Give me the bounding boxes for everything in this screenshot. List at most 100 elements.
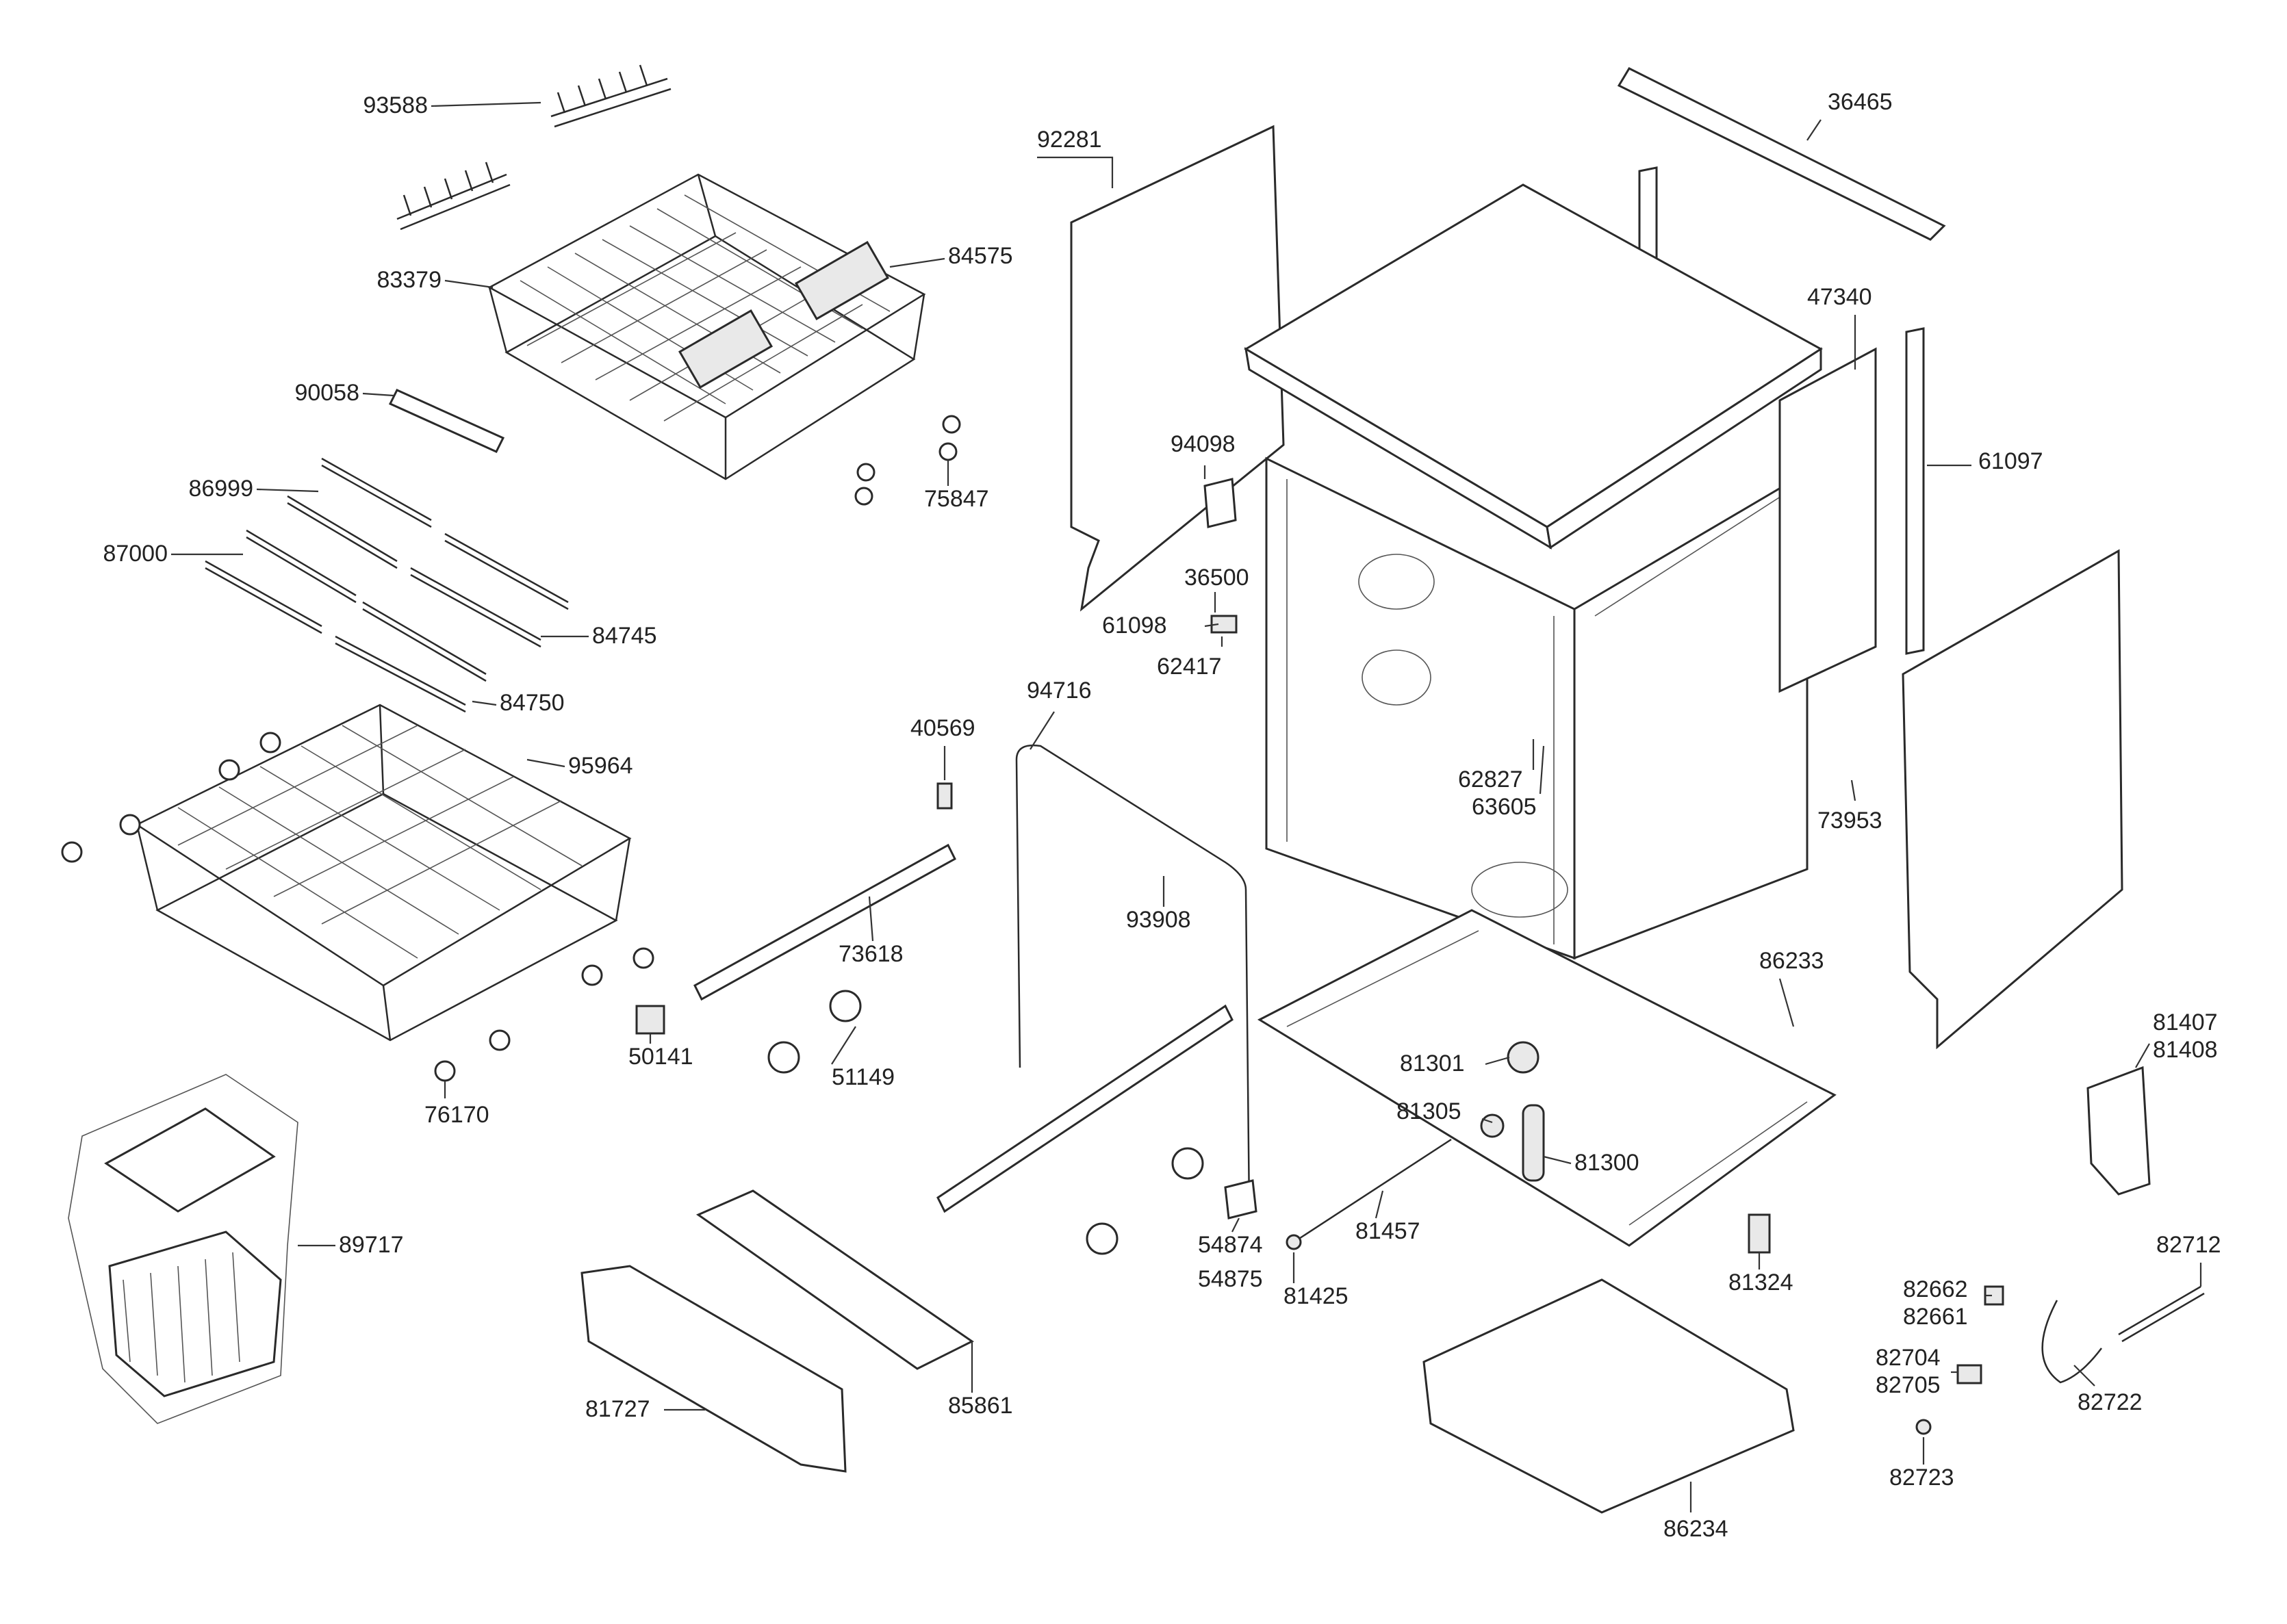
part-label-93588: 93588	[363, 92, 428, 118]
part-label-61097: 61097	[1978, 448, 2043, 474]
leader-line-54874	[1231, 1217, 1240, 1233]
part-81425	[1286, 1234, 1302, 1250]
part-label-83379: 83379	[376, 267, 442, 293]
part-label-95964: 95964	[568, 753, 633, 779]
part-label-73953: 73953	[1817, 808, 1882, 834]
part-label-82722: 82722	[2078, 1389, 2143, 1415]
leader-line-84575	[889, 257, 945, 268]
part-label-73618: 73618	[839, 941, 904, 967]
leader-line-93588	[431, 101, 541, 107]
part-82723	[1915, 1419, 1932, 1435]
part-label-84575: 84575	[948, 243, 1013, 269]
part-label-76170: 76170	[424, 1102, 489, 1128]
part-label-90058: 90058	[294, 380, 359, 406]
part-label-86233: 86233	[1759, 948, 1824, 974]
spring-82712	[2118, 1285, 2205, 1343]
rail-93908	[936, 1004, 1234, 1213]
tub-body	[1244, 183, 1877, 960]
leader-line-81305	[1481, 1118, 1493, 1124]
base-86233	[1257, 909, 1837, 1247]
part-81305	[1480, 1113, 1505, 1138]
part-label-81408: 81408	[2153, 1037, 2218, 1063]
leader-line-73618	[868, 896, 874, 942]
part-label-85861: 85861	[948, 1393, 1013, 1419]
bottom-tray-86234	[1422, 1278, 1795, 1514]
part-label-36465: 36465	[1828, 89, 1893, 115]
part-label-81301: 81301	[1400, 1051, 1465, 1077]
bracket-81407	[2086, 1066, 2151, 1196]
leader-line-61098	[1204, 623, 1219, 628]
leader-line-81407	[2135, 1043, 2150, 1068]
door-seal-94716	[1015, 744, 1251, 1212]
spring-81300	[1522, 1104, 1545, 1182]
leader-line-90058	[362, 392, 394, 397]
part-label-86234: 86234	[1663, 1516, 1728, 1542]
part-label-81300: 81300	[1574, 1150, 1639, 1176]
clip-40569	[936, 782, 953, 810]
part-label-84750: 84750	[500, 690, 565, 716]
part-label-50141: 50141	[628, 1044, 693, 1070]
part-label-51149: 51149	[832, 1064, 895, 1090]
part-label-40569: 40569	[910, 715, 975, 741]
part-label-87000: 87000	[103, 541, 168, 567]
leader-line-86999	[256, 488, 319, 493]
part-label-86999: 86999	[188, 476, 253, 502]
part-81324	[1748, 1213, 1771, 1254]
cable-82722	[2041, 1300, 2102, 1384]
leader-line-36465	[1806, 119, 1822, 141]
leader-line-63605	[1539, 745, 1545, 795]
part-label-82723: 82723	[1889, 1465, 1954, 1491]
cutlery-basket-89717	[68, 1074, 298, 1424]
gear-81301	[1507, 1041, 1539, 1074]
part-label-62417: 62417	[1157, 654, 1222, 680]
kickplate-81727	[580, 1265, 847, 1473]
part-label-81407: 81407	[2153, 1009, 2218, 1035]
part-label-61098: 61098	[1102, 613, 1167, 639]
roller-50141	[635, 1005, 665, 1035]
part-82704	[1956, 1364, 1982, 1384]
part-label-47340: 47340	[1807, 284, 1872, 310]
upper-basket-wheels-75847	[854, 415, 961, 506]
part-label-89717: 89717	[339, 1232, 404, 1258]
bracket-94098	[1203, 478, 1237, 528]
part-label-81324: 81324	[1728, 1269, 1793, 1296]
leader-line-92281	[1037, 156, 1114, 188]
rod-81457	[1293, 1138, 1452, 1243]
part-label-82712: 82712	[2156, 1232, 2221, 1258]
leader-line-83379	[444, 279, 494, 289]
roller-51149	[767, 990, 1204, 1255]
part-label-81727: 81727	[585, 1396, 650, 1422]
part-label-84745: 84745	[592, 623, 657, 649]
part-label-82661: 82661	[1903, 1304, 1968, 1330]
tine-rows	[205, 457, 569, 713]
rail-73618	[693, 843, 956, 1001]
part-label-81305: 81305	[1396, 1098, 1461, 1124]
part-label-94716: 94716	[1027, 678, 1092, 704]
leader-line-84750	[472, 700, 497, 706]
part-label-82662: 82662	[1903, 1276, 1968, 1302]
part-label-81457: 81457	[1355, 1218, 1420, 1244]
part-label-54875: 54875	[1198, 1266, 1263, 1292]
part-label-62827: 62827	[1458, 766, 1523, 792]
cutlery-tine-rack-93588	[396, 64, 672, 231]
leader-line-95964	[526, 758, 565, 768]
part-label-93908: 93908	[1126, 907, 1191, 933]
side-panel-92281	[1070, 125, 1285, 612]
part-label-82705: 82705	[1876, 1372, 1941, 1398]
leader-line-94716	[1030, 711, 1055, 750]
lower-basket-95964	[61, 704, 654, 1082]
part-label-81425: 81425	[1283, 1283, 1349, 1309]
part-label-94098: 94098	[1171, 431, 1236, 457]
part-label-36500: 36500	[1184, 565, 1249, 591]
top-rail-36465	[1617, 67, 1946, 241]
part-label-63605: 63605	[1472, 794, 1537, 820]
leader-line-73953	[1850, 779, 1856, 801]
part-label-92281: 92281	[1037, 127, 1102, 153]
basket-handle-90058	[388, 389, 505, 453]
leader-line-51149	[831, 1026, 856, 1065]
leader-line-81301	[1485, 1056, 1510, 1066]
clip-54874	[1224, 1179, 1257, 1220]
part-label-54874: 54874	[1198, 1232, 1263, 1258]
part-label-82704: 82704	[1876, 1345, 1941, 1371]
